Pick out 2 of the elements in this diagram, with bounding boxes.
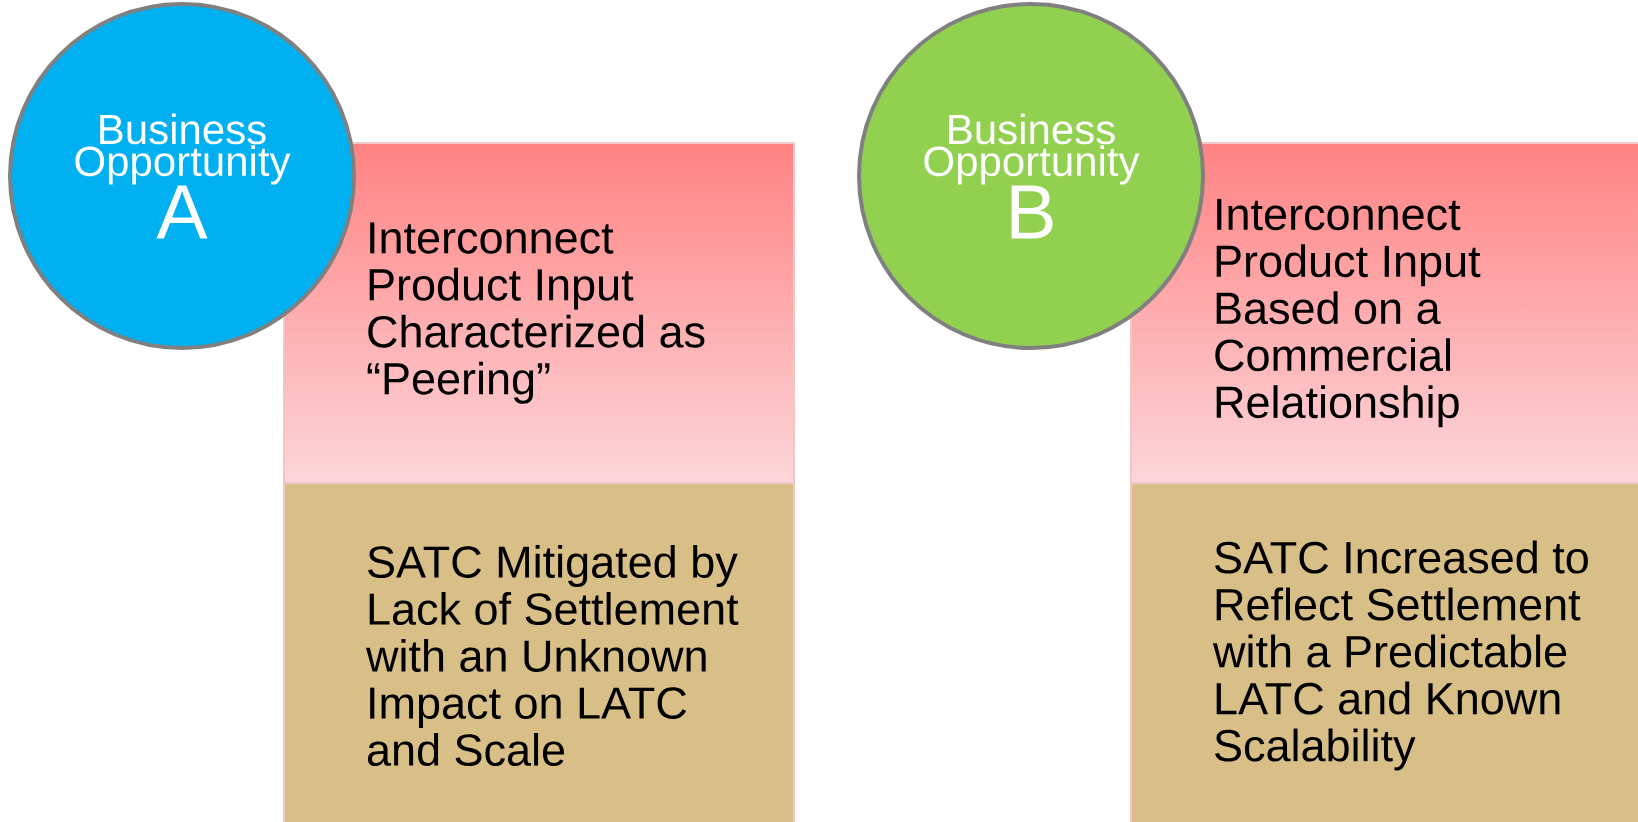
impact-box: SATC Mitigated by Lack of Settlement with an Unknown Impact on LATC and Scale — [283, 482, 795, 822]
impact-box: SATC Increased to Reflect Settlement with a Predictable LATC and Known Scalability — [1130, 482, 1638, 822]
